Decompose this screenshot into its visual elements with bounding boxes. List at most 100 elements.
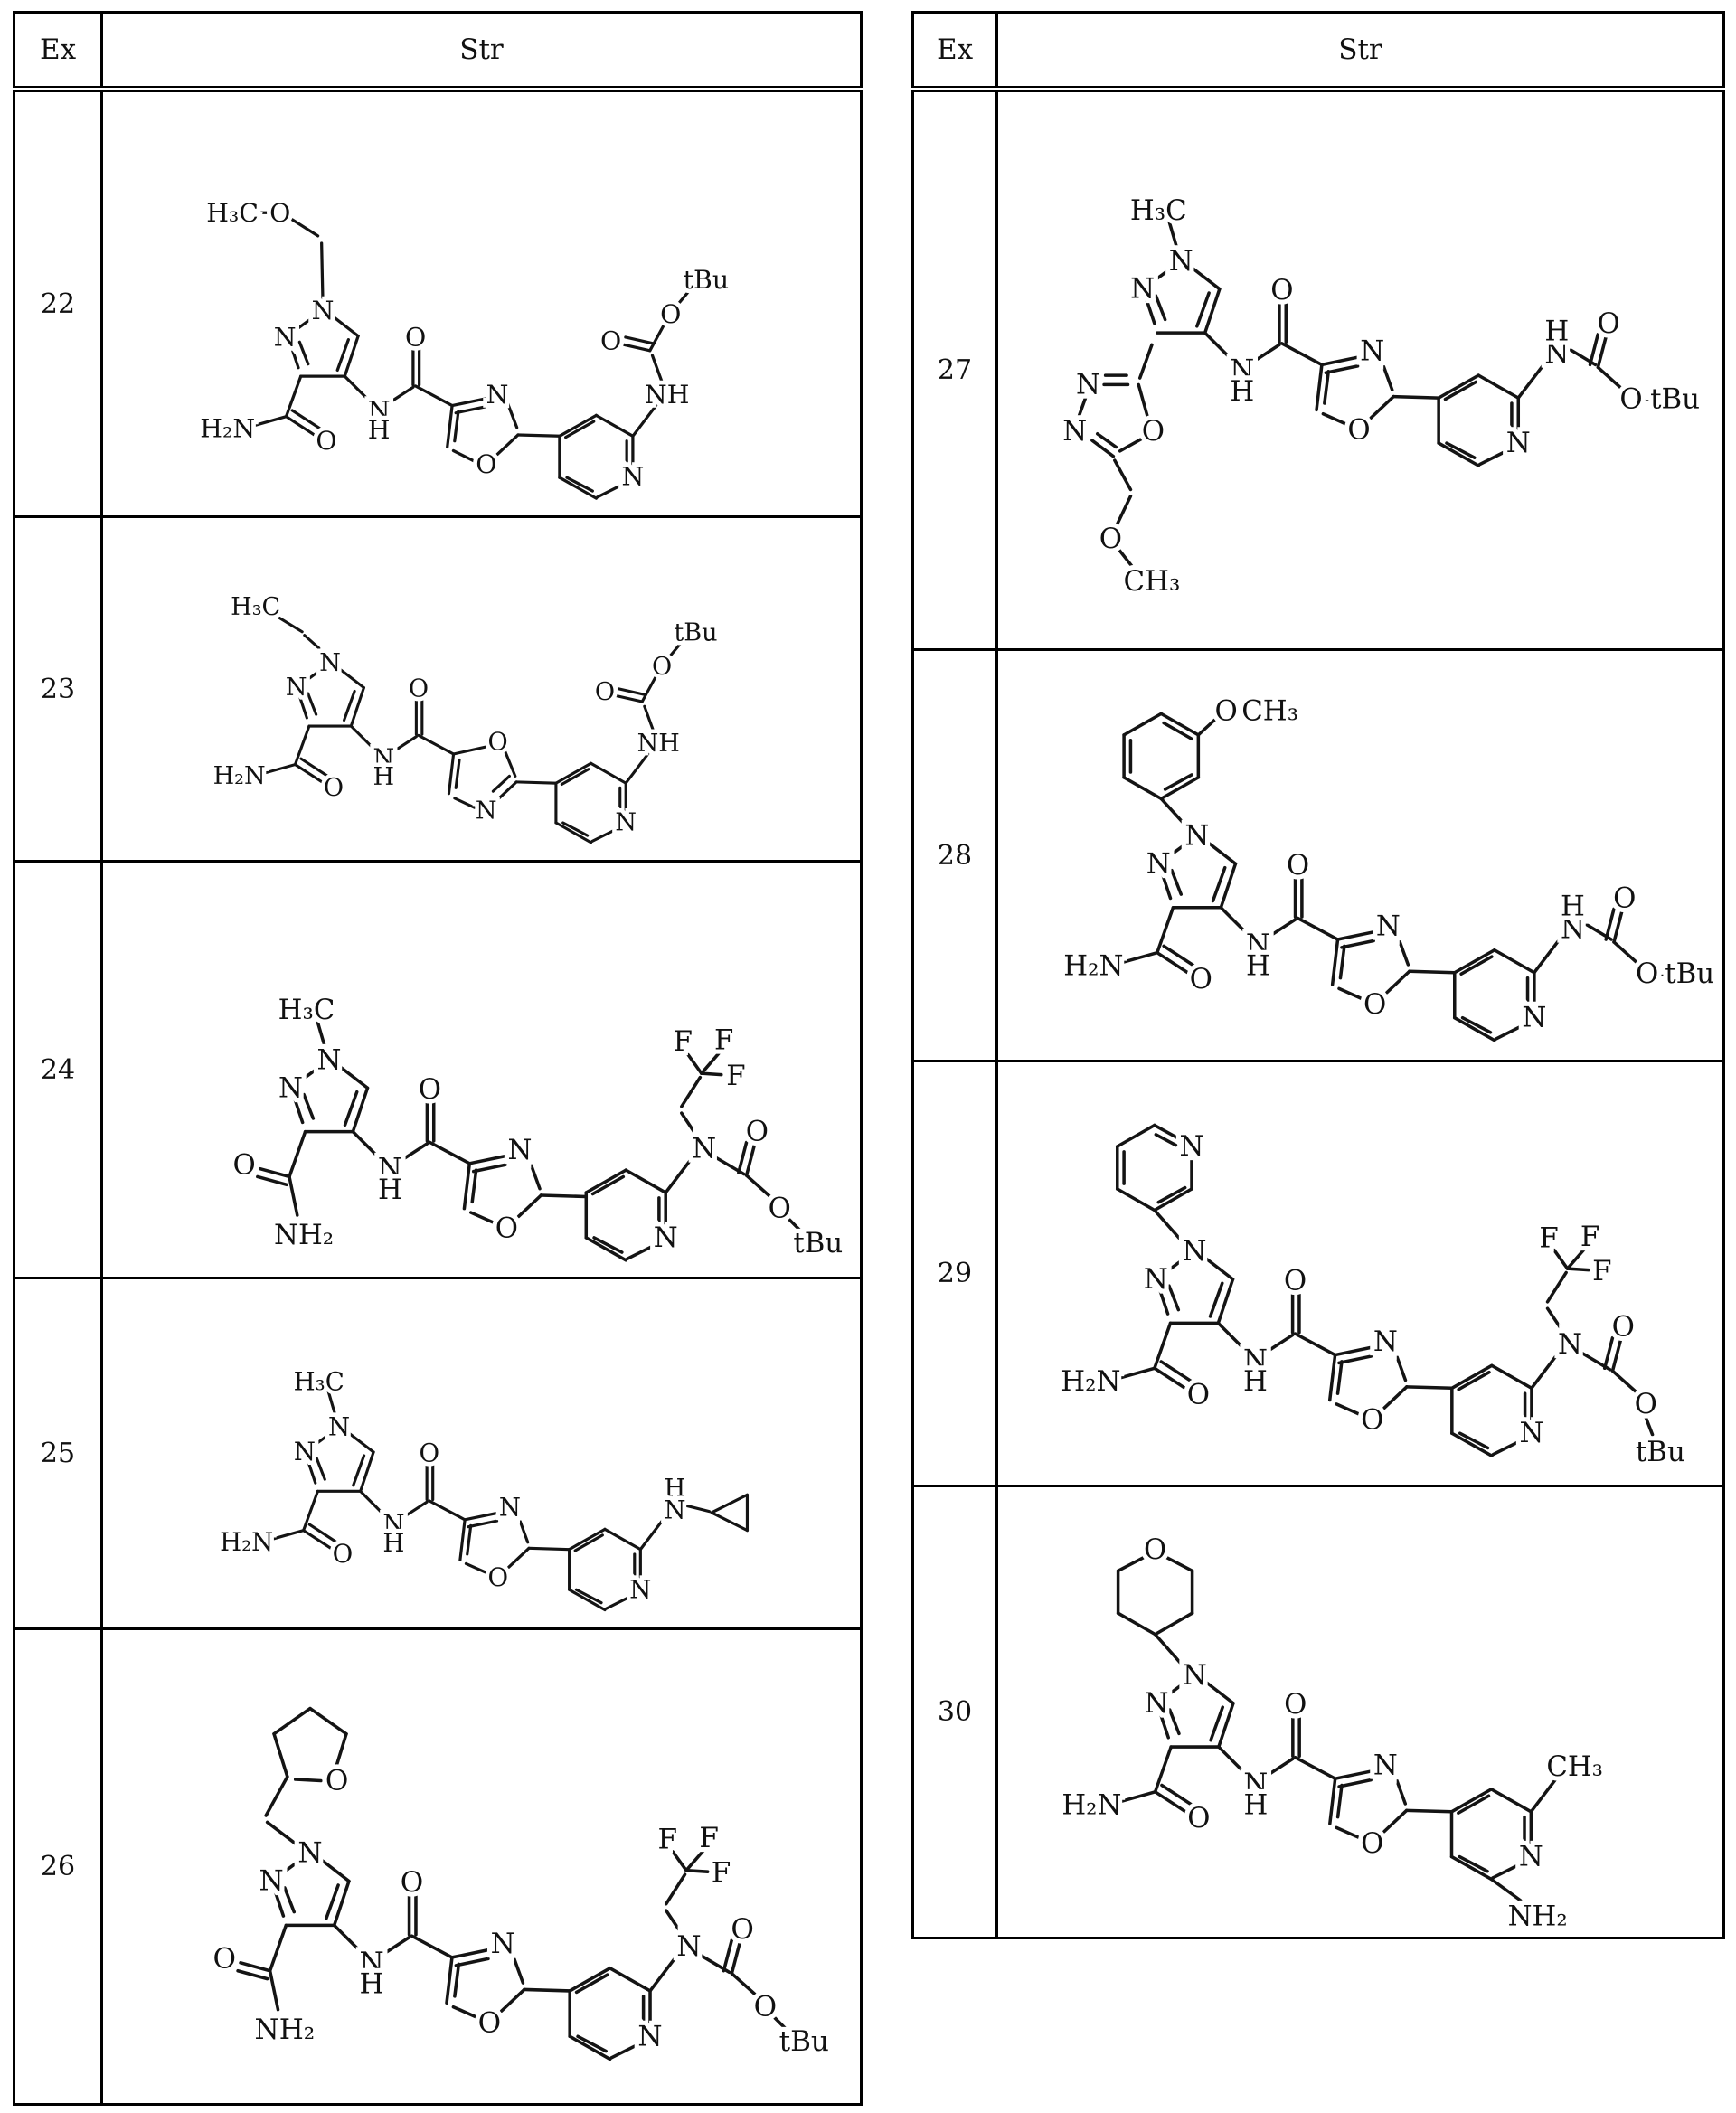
atom-label: F <box>1539 1222 1558 1254</box>
bond-line <box>1333 1344 1375 1356</box>
bond-line <box>284 414 316 437</box>
bond-line <box>1337 1778 1373 1788</box>
atom-label: H <box>382 1529 404 1558</box>
bond-line <box>1596 335 1608 369</box>
bond-line <box>617 686 646 696</box>
bond-line <box>624 1167 667 1194</box>
bond-line <box>503 749 517 778</box>
atom-label: tBu <box>793 1226 843 1259</box>
bond-line <box>1335 1359 1344 1395</box>
bond-line <box>446 403 454 448</box>
atom-label: O <box>1187 1378 1210 1410</box>
bond-line <box>258 1166 291 1178</box>
atom-label: N <box>286 674 307 702</box>
bond-line <box>1453 1015 1496 1042</box>
bond-line <box>643 704 656 733</box>
bond-line <box>1293 1331 1337 1356</box>
atom-label: O <box>1613 882 1636 914</box>
atom-label: H₃C <box>294 1367 344 1396</box>
bond-line <box>336 1063 370 1090</box>
bond-line <box>684 1868 710 1873</box>
bond-line <box>325 1882 340 1920</box>
atom-label: N <box>294 1438 316 1467</box>
atom-label: N <box>368 395 391 425</box>
atom-label: N <box>1558 1327 1582 1360</box>
bond-line <box>1164 1680 1188 1698</box>
bond-line <box>293 1096 305 1124</box>
atom-label: O <box>401 1866 423 1899</box>
bond-line <box>514 779 558 785</box>
atom-label: O <box>213 1942 236 1975</box>
atom-label: N <box>378 1152 402 1184</box>
bond-line <box>320 241 325 302</box>
atom-label: O <box>1142 414 1165 447</box>
bond-line <box>1204 839 1238 865</box>
atom-label: H <box>1246 949 1270 982</box>
bond-line <box>615 693 644 703</box>
bond-line <box>1203 330 1233 361</box>
bond-line <box>1153 1744 1173 1794</box>
atom-label: N <box>274 322 297 352</box>
bond-line <box>1090 438 1116 458</box>
bond-line <box>1153 1321 1173 1370</box>
atom-label: NH <box>645 379 690 409</box>
bond-line <box>584 1235 628 1262</box>
bond-line <box>1552 1248 1570 1270</box>
bond-line <box>303 633 327 656</box>
bond-line <box>576 2033 608 2052</box>
bond-line <box>1333 1769 1375 1780</box>
bond-line <box>274 613 304 633</box>
bond-line <box>451 2005 479 2019</box>
bond-line <box>1115 1123 1156 1148</box>
bond-line <box>1328 1776 1337 1825</box>
bond-line <box>676 288 692 306</box>
atom-label: H <box>1561 890 1585 922</box>
bond-line <box>294 314 316 331</box>
atom-label: O <box>1612 1310 1635 1343</box>
bond-line <box>302 1528 333 1550</box>
example-number: 23 <box>13 515 103 863</box>
bond-line <box>1250 343 1281 363</box>
bond-line <box>450 1947 493 1959</box>
bond-line <box>1604 906 1616 941</box>
bond-line <box>1315 363 1324 411</box>
bond-line <box>297 1064 322 1083</box>
bond-line <box>272 1528 306 1540</box>
bond-line <box>648 321 666 352</box>
atom-label: O <box>660 298 681 328</box>
bond-line <box>315 1456 326 1481</box>
atom-label: N <box>1246 928 1270 960</box>
bond-line <box>507 1546 531 1569</box>
bond-line <box>561 820 590 837</box>
atom-label: N <box>1243 1768 1268 1800</box>
atom-label: N <box>629 1575 651 1604</box>
bond-line <box>463 1510 501 1521</box>
bond-line <box>1120 1789 1157 1803</box>
bond-line <box>1596 365 1626 391</box>
bond-line <box>516 1193 543 1218</box>
bond-line <box>1335 1783 1344 1818</box>
bond-line <box>596 481 627 498</box>
bond-line <box>1077 395 1088 418</box>
bond-line <box>1113 458 1133 491</box>
atom-label: N <box>486 379 509 409</box>
atom-label: H <box>360 1967 384 2000</box>
bond-line <box>302 1092 316 1120</box>
atom-label: O <box>1597 307 1619 339</box>
atom-label: N <box>312 295 335 325</box>
bond-line <box>1115 1186 1156 1212</box>
bond-line <box>1493 948 1536 974</box>
bond-line <box>1612 909 1624 944</box>
bond-line <box>1445 440 1477 459</box>
atom-label: tBu <box>1636 1435 1685 1467</box>
atom-label: NH₂ <box>1508 1900 1568 1932</box>
bond-line <box>1153 1610 1194 1636</box>
atom-label: O <box>476 448 496 478</box>
atom-label: N <box>1544 337 1569 370</box>
bond-line <box>624 751 650 785</box>
bond-line <box>1610 1368 1640 1395</box>
